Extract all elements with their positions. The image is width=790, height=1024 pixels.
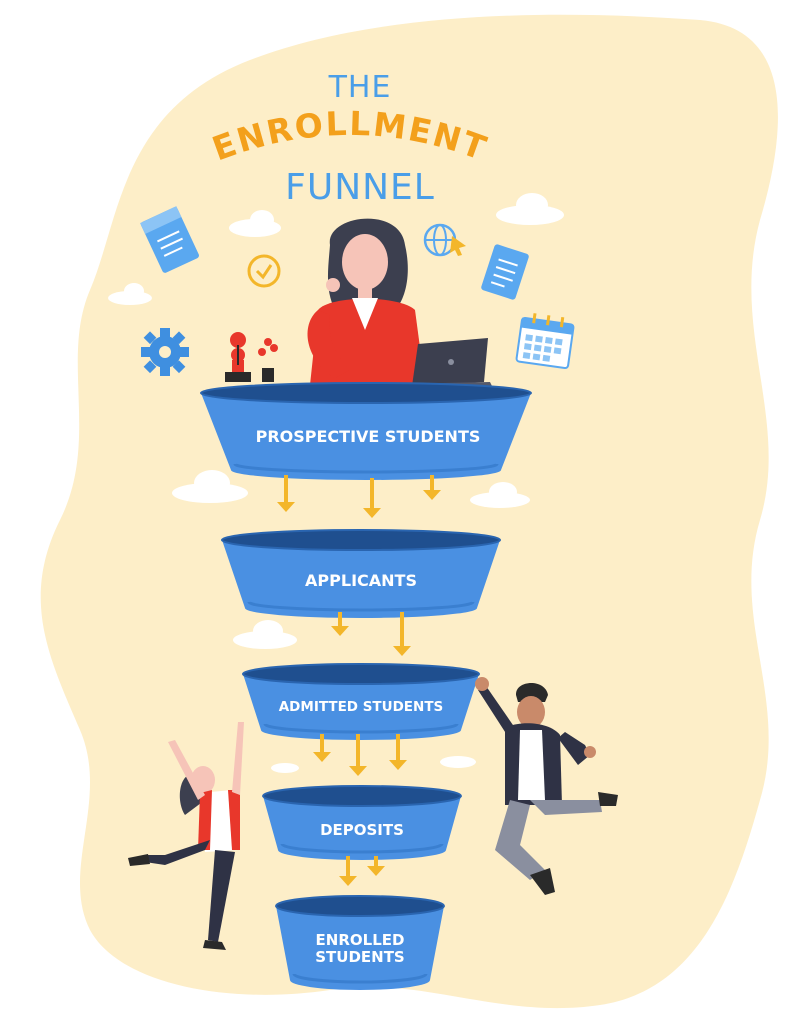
funnel-stage-enrolled-students	[275, 895, 445, 990]
down-arrow-icon	[331, 612, 349, 636]
funnel-stage-prospective-students	[200, 382, 532, 480]
down-arrow-icon	[367, 856, 385, 876]
funnel-stage-deposits	[262, 785, 462, 860]
down-arrow-icon	[349, 734, 367, 776]
stage-label-prospective-students: PROSPECTIVE STUDENTS	[255, 427, 481, 446]
funnel-stages	[200, 382, 532, 990]
funnel-rim	[242, 663, 480, 685]
funnel-shade	[292, 973, 428, 984]
funnel-shade	[247, 601, 475, 612]
funnel-body	[201, 393, 531, 480]
jumping-woman	[128, 722, 244, 950]
stage-label-admitted-students: ADMITTED STUDENTS	[278, 699, 444, 715]
funnel-stage-applicants	[221, 529, 501, 618]
funnel-rim	[221, 529, 501, 551]
cloud	[108, 283, 152, 305]
funnel-shade	[280, 843, 444, 854]
background-blob	[40, 14, 778, 1009]
funnel-body	[263, 796, 461, 860]
funnel-body	[243, 674, 479, 740]
cloud	[496, 193, 564, 225]
funnel-rim	[262, 785, 462, 807]
stage-label-applicants: APPLICANTS	[305, 571, 417, 590]
funnel-body	[276, 906, 444, 990]
down-arrow-icon	[423, 475, 441, 500]
gear-icon	[141, 328, 189, 376]
funnel-body	[222, 540, 500, 618]
funnel-rim	[200, 382, 532, 404]
down-arrow-icon	[339, 856, 357, 886]
globe-cursor-icon	[423, 223, 466, 257]
flow-arrows	[277, 475, 441, 886]
cloud	[470, 482, 530, 508]
funnel-stage-admitted-students	[242, 663, 480, 740]
funnel-shade	[233, 463, 499, 474]
cloud	[172, 470, 248, 503]
title-the: THE	[328, 70, 392, 105]
clock-icon	[247, 254, 281, 288]
title-funnel: FUNNEL	[285, 167, 435, 208]
down-arrow-icon	[389, 734, 407, 770]
file-icon	[481, 244, 529, 300]
stage-label-enrolled-students: ENROLLED STUDENTS	[315, 931, 405, 967]
down-arrow-icon	[363, 478, 381, 518]
cloud	[440, 756, 476, 768]
calendar-icon	[515, 313, 575, 370]
cloud	[229, 210, 281, 237]
down-arrow-icon	[277, 475, 295, 512]
jumping-man	[475, 677, 618, 895]
funnel-rim	[275, 895, 445, 917]
stage-label-deposits: DEPOSITS	[320, 821, 404, 839]
cloud	[271, 763, 299, 773]
woman-at-desk	[307, 218, 425, 385]
plant-icon	[225, 332, 278, 382]
funnel-shade	[263, 723, 459, 734]
document-icon	[140, 206, 199, 273]
clouds	[108, 193, 564, 773]
down-arrow-icon	[393, 612, 411, 656]
cloud	[233, 620, 297, 649]
down-arrow-icon	[313, 734, 331, 762]
